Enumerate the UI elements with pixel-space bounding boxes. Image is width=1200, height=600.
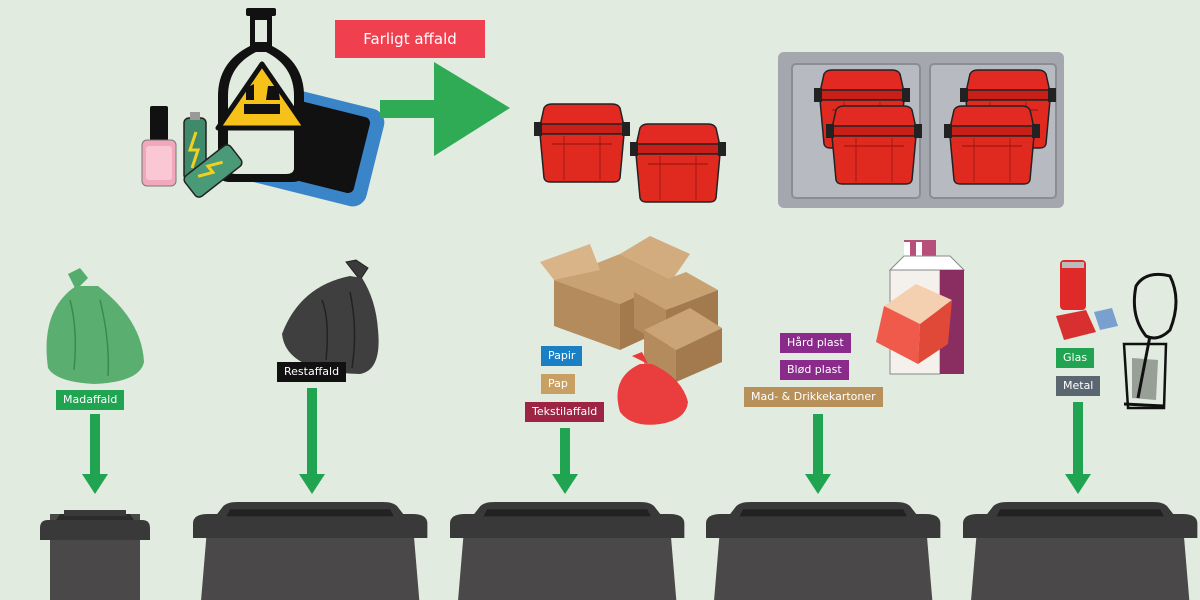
red-bag-icon [617,352,688,425]
label-tekstilaffald: Tekstilaffald [525,402,605,422]
hazard-label-bg [335,20,485,58]
red-hazard-box-icon [533,103,727,203]
label-glas: Glas [1056,348,1095,368]
arrow-down-madaffald [82,414,108,494]
bin-papir [450,502,685,600]
down-arrows [82,388,1091,494]
bin-madaffald [40,510,150,600]
label-haard-plast: Hård plast [780,333,851,353]
cardboard-box-icon [540,236,722,382]
bin-plast [706,502,941,600]
wine-glass-icon [1122,272,1178,410]
hazard-cabinet-icon [778,52,1064,208]
bins [40,502,1198,600]
label-kartoner: Mad- & Drikkekartoner [744,387,883,407]
hazard-items [141,8,385,207]
arrow-down-glas [1065,402,1091,494]
label-restaffald: Restaffald [277,362,347,382]
hazard-arrow [380,62,510,156]
arrow-down-papir [552,428,578,494]
label-pap: Pap [541,374,575,394]
soda-can-icon [1056,260,1118,340]
label-bloed-plast: Blød plast [780,360,849,380]
corrosive-warning-icon [215,61,309,131]
black-bag-icon [282,259,379,374]
label-papir: Papir [541,346,583,366]
plastic-cube-icon [876,284,952,364]
label-metal: Metal [1056,376,1101,396]
nail-polish-icon [141,106,177,187]
label-madaffald: Madaffald [56,390,125,410]
bin-glas [963,502,1198,600]
green-bag-icon [46,268,144,384]
arrow-down-plast [805,414,831,494]
bin-restaffald [193,502,428,600]
arrow-down-restaffald [299,388,325,494]
battery-icon [183,112,243,198]
hazard-label: Farligt affald [363,30,457,48]
